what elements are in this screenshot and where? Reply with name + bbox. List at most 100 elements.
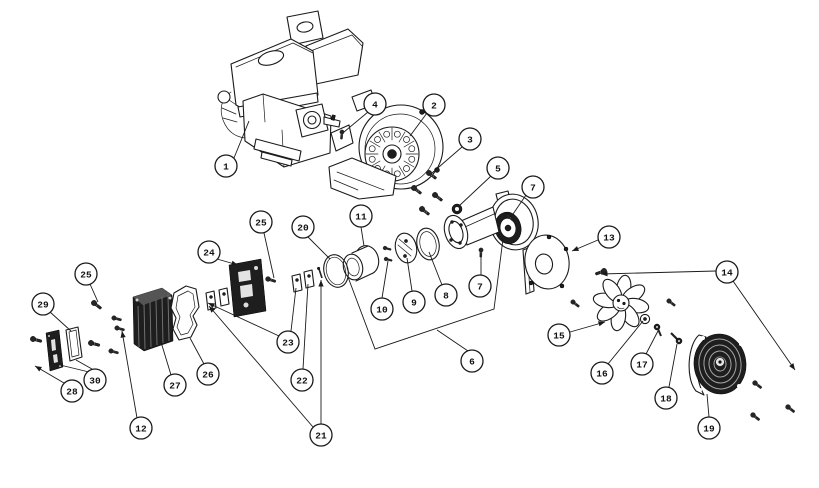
callout-number-11: 11: [355, 211, 367, 222]
callout-number-24: 24: [203, 247, 215, 258]
callout-number-28: 28: [66, 386, 78, 397]
callout-circle-30: [83, 368, 107, 392]
callout-20: 20: [291, 215, 315, 239]
callout-number-7: 7: [477, 281, 483, 292]
callout-11: 11: [349, 204, 373, 228]
leader-line-29: [49, 311, 72, 332]
callout-number-6: 6: [469, 356, 475, 367]
screw: [108, 348, 119, 355]
leader-line-9: [406, 257, 413, 292]
callout-circle-22: [290, 368, 314, 392]
callout-number-26: 26: [202, 369, 214, 380]
plate-30: [65, 326, 83, 362]
screw: [750, 412, 760, 421]
leader-line-23: [290, 287, 297, 332]
leader-line-18: [668, 343, 678, 388]
callout-number-1: 1: [223, 161, 229, 172]
leader-line-4: [343, 111, 369, 133]
bolt-18: [670, 332, 683, 345]
rotor-assembly: [443, 190, 539, 251]
engine-assembly: [217, 10, 364, 168]
leader-line-2: [409, 112, 428, 137]
callout-number-17: 17: [636, 359, 648, 370]
leader-line-25: [263, 232, 275, 279]
callout-circle-10: [370, 297, 394, 321]
callout-number-13: 13: [603, 232, 615, 243]
callout-circle-4: [363, 92, 387, 116]
callout-number-27: 27: [169, 380, 181, 391]
callout-12: 12: [129, 416, 153, 440]
callout-7: 7: [468, 274, 492, 298]
callout-25: 25: [74, 262, 98, 286]
leader-arrow-15: [598, 321, 605, 327]
callout-number-7: 7: [530, 182, 536, 193]
screw: [785, 404, 795, 413]
leader-line-25: [89, 283, 99, 303]
leader-line-11: [360, 226, 365, 247]
callout-number-18: 18: [660, 393, 672, 404]
callout-number-16: 16: [596, 368, 608, 379]
leader-line-30: [55, 363, 90, 373]
avr-gasket: [170, 285, 200, 341]
callout-15: 15: [547, 323, 571, 347]
leader-line-6: [436, 329, 469, 352]
stator-laminations: [365, 127, 419, 181]
leader-line-30: [75, 359, 93, 370]
callout-26: 26: [196, 362, 220, 386]
bearing-ring: [416, 227, 440, 261]
screw: [30, 336, 43, 343]
callout-circle-17: [630, 352, 654, 376]
leader-line-1: [233, 120, 250, 159]
leader-line-26: [189, 337, 205, 365]
callout-number-5: 5: [495, 163, 501, 174]
callout-29: 29: [31, 292, 55, 316]
callout-circle-14: [715, 260, 739, 284]
leader-line-27: [160, 341, 172, 376]
callout-number-19: 19: [703, 423, 715, 434]
screw: [432, 192, 443, 202]
callout-5: 5: [486, 156, 510, 180]
callout-24: 24: [197, 240, 221, 264]
callout-circle-18: [654, 386, 678, 410]
callout-number-25: 25: [255, 217, 267, 228]
slotted-disc: [394, 232, 418, 264]
leader-line-3: [431, 146, 463, 174]
callout-number-9: 9: [411, 297, 417, 308]
callout-number-30: 30: [89, 375, 101, 386]
leader-line-16: [607, 320, 644, 365]
regulator-plate: [228, 258, 267, 318]
screw: [411, 185, 422, 195]
screw: [383, 256, 393, 262]
leader-line-23: [207, 302, 280, 337]
callout-4: 4: [363, 92, 387, 116]
brush-pin: [317, 266, 323, 279]
callout-17: 17: [630, 352, 654, 376]
screw: [91, 300, 102, 310]
leader-line-21: [208, 305, 314, 428]
callout-circle-24: [197, 240, 221, 264]
callout-circle-26: [196, 362, 220, 386]
slotted-plate-28: [45, 329, 64, 372]
leader-line-20: [307, 236, 331, 260]
callout-circle-12: [129, 416, 153, 440]
callout-number-22: 22: [296, 375, 308, 386]
callout-circle-15: [547, 323, 571, 347]
callout-6: 6: [460, 349, 484, 373]
callout-number-14: 14: [721, 267, 733, 278]
callout-circle-11: [349, 204, 373, 228]
callout-circle-29: [31, 292, 55, 316]
leader-line-5: [458, 175, 492, 207]
callout-number-29: 29: [37, 299, 49, 310]
callout-circle-3: [458, 127, 482, 151]
fasteners: [30, 129, 795, 421]
rotor-bolt: [505, 213, 515, 222]
callout-1: 1: [214, 154, 238, 178]
callout-number-3: 3: [467, 134, 473, 145]
leader-arrow-28: [35, 366, 42, 372]
callout-8: 8: [434, 283, 458, 307]
callout-27: 27: [163, 373, 187, 397]
lock-washer: [451, 203, 463, 215]
screw: [265, 276, 277, 283]
leader-line-7: [510, 194, 527, 218]
